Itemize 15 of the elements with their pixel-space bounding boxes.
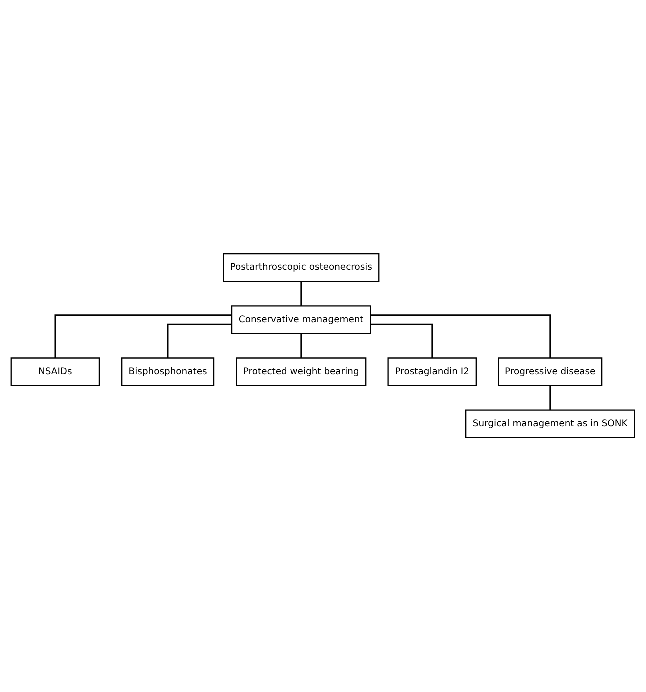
node-box: Bisphosphonates <box>122 358 215 386</box>
connector <box>370 324 434 358</box>
connector <box>300 282 302 306</box>
node-box: Progressive disease <box>498 358 603 386</box>
node-box: Protected weight bearing <box>236 358 367 386</box>
node-box: Conservative management <box>231 306 372 334</box>
connector <box>370 314 552 358</box>
connector <box>167 324 232 358</box>
connector <box>300 334 302 358</box>
node-box: Prostaglandin I2 <box>388 358 477 386</box>
node-box: NSAIDs <box>10 358 100 386</box>
node-box: Surgical management as in SONK <box>466 410 636 438</box>
connector <box>54 314 232 358</box>
connector <box>550 386 552 410</box>
node-box: Postarthroscopic osteonecrosis <box>223 254 380 282</box>
